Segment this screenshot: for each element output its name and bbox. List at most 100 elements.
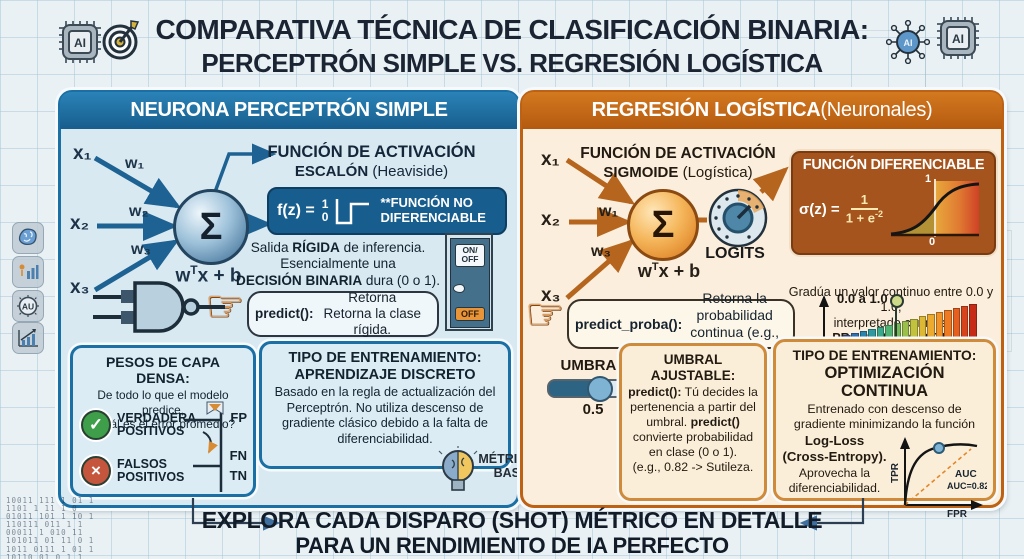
weight-label-w2: w₂ [129, 203, 149, 220]
sigma-symbol: Σ [199, 205, 223, 248]
predict-proba-bubble: predict_proba(): Retorna la probabilidad… [567, 290, 795, 357]
input-label-x1: x₁ [73, 143, 92, 164]
activation-title: FUNCIÓN DE ACTIVACIÓN ESCALÓN (Heaviside… [267, 143, 476, 180]
svg-text:AUC: AUC [955, 469, 977, 480]
summation-node: Σ [173, 189, 249, 265]
false-positives-label: FALSOS POSITIVOS [117, 456, 185, 484]
binary-code-decoration: 10011 111 1 01 1 1101 1 11 1 0 01011 101… [6, 496, 95, 559]
svg-text:AI: AI [952, 32, 964, 46]
logits-knob-icon [708, 188, 768, 248]
training-body2: Aprovecha la diferenciabilidad. [788, 465, 881, 495]
true-positives-label: VERDADERA POSITIVOS [117, 410, 197, 438]
perceptron-arrows [93, 143, 277, 293]
training-type-card-logistic: TIPO DE ENTRENAMIENTO: OPTIMIZACIÓN CONT… [773, 339, 996, 519]
threshold-body: predict(): Tú decides la pertenencia a p… [628, 385, 758, 475]
brain-icon [12, 222, 44, 254]
footer-connector-arrows [191, 498, 865, 531]
auc-badge-icon: AU [12, 290, 44, 322]
switch-off-label: OFF [455, 307, 485, 321]
logits-label: LOGITS [705, 245, 765, 262]
ai-chip-icon: AI [937, 17, 979, 59]
roc-curve-chart: TPR FPR AUC AUC=0.82 [890, 437, 987, 519]
pointing-hand-icon: ☞ [525, 290, 565, 339]
umbral-slider-handle [587, 376, 613, 402]
training-title: TIPO DE ENTRENAMIENTO: [792, 348, 977, 363]
target-icon [102, 20, 140, 60]
on-off-switch: ON/ OFF OFF [445, 233, 493, 331]
nand-gate-icon [93, 281, 225, 333]
adjustable-threshold-card: UMBRAL AJUSTABLE: predict(): Tú decides … [619, 343, 767, 501]
input-label-x2: x₂ [70, 213, 90, 234]
activation-title: FUNCIÓN DE ACTIVACIÓN SIGMOIDE (Logístic… [580, 145, 776, 181]
threshold-title: UMBRAL AJUSTABLE: [650, 352, 736, 383]
svg-text:TPR: TPR [890, 463, 901, 484]
svg-text:FPR: FPR [947, 509, 968, 519]
input-label-x3: x₃ [70, 277, 90, 298]
umbral-slider [547, 376, 645, 402]
summation-node: Σ [627, 189, 699, 261]
umbral-value: 0.5 [582, 401, 604, 418]
logistic-panel-title: REGRESIÓN LOGÍSTICA (Neuronales) [522, 92, 1002, 129]
switch-toggle [453, 284, 465, 293]
sigmoid-fraction: 1 1 + e-2 [845, 191, 883, 226]
training-subtitle: APRENDIZAJE DISCRETO [294, 366, 476, 383]
predict-method-bubble: predict(): Retorna Retorna la clase rígi… [247, 290, 439, 337]
svg-text:AI: AI [904, 38, 913, 48]
true-positives-row: ✓ VERDADERA POSITIVOS [81, 410, 196, 440]
presenter-chart-icon [12, 256, 44, 288]
circuit-decoration [855, 30, 926, 141]
neural-network-ai-icon: AI [886, 20, 930, 64]
tn-label: TN [229, 468, 247, 483]
step-glyph [336, 199, 370, 225]
dense-weights-card: PESOS DE CAPA DENSA: De todo lo que el m… [70, 345, 256, 497]
training-title: TIPO DE ENTRENAMIENTO: [288, 350, 482, 366]
logistic-panel: REGRESIÓN LOGÍSTICA (Neuronales) x₁ x₂ x… [520, 90, 1004, 519]
linear-formula: wTx + b [637, 261, 701, 281]
sigmoid-formula-label: σ(z) = [799, 200, 840, 218]
training-type-card-perceptron: TIPO DE ENTRENAMIENTO: APRENDIZAJE DISCR… [259, 341, 511, 469]
sigma-symbol: Σ [651, 203, 675, 246]
weight-label-w1: w₁ [599, 203, 619, 220]
input-label-x1: x₁ [541, 149, 560, 170]
umbral-label: UMBRAL [560, 357, 626, 374]
sigmoid-bottom-label: 0 [928, 236, 936, 248]
check-icon: ✓ [81, 410, 111, 440]
input-label-x3: x₃ [541, 285, 561, 306]
footer-line2: PARA UN RENDIMIENTO DE IA PERFECTO [295, 533, 729, 558]
page-title-line1: COMPARATIVA TÉCNICA DE CLASIFICACIÓN BIN… [155, 14, 870, 45]
fn-label: FN [229, 448, 247, 463]
log-loss-label: Log-Loss (Cross-Entropy). [782, 433, 887, 464]
step-formula-label: f(z) = [277, 202, 315, 219]
logistic-arrows [565, 157, 789, 300]
ai-chip-icon: AI [59, 21, 101, 63]
training-subtitle: OPTIMIZACIÓN CONTINUA [824, 363, 945, 400]
false-positives-row: × FALSOS POSITIVOS [81, 456, 184, 486]
weight-label-w3: w₃ [131, 241, 151, 258]
rigid-output-text: Salida RÍGIDA de inferencia. Esencialmen… [236, 240, 440, 288]
footer-line1: EXPLORA CADA DISPARO (SHOT) MÉTRICO EN D… [201, 507, 823, 533]
page-title-line2: PERCEPTRÓN SIMPLE VS. REGRESIÓN LOGÍSTIC… [201, 48, 823, 78]
svg-text:AUC=0.82: AUC=0.82 [947, 481, 987, 491]
svg-text:AI: AI [74, 36, 86, 50]
perceptron-panel: NEURONA PERCEPTRÓN SIMPLE x₁ w₁ x₂ w₂ x₃… [58, 90, 520, 508]
sigmoid-chart: 1 0 [889, 173, 981, 248]
weight-label-w3: w₃ [591, 243, 611, 260]
svg-text:AU: AU [22, 302, 34, 312]
linear-formula: wTx + b [175, 263, 242, 287]
training-body1: Entrenado con descenso de gradiente mini… [793, 402, 976, 432]
differentiable-title: FUNCIÓN DIFERENCIABLE [802, 157, 985, 173]
growth-chart-icon [12, 322, 44, 354]
input-label-x2: x₂ [541, 209, 561, 230]
cross-icon: × [81, 456, 111, 486]
head-metrics-icon [438, 446, 478, 491]
confusion-matrix-lines [185, 401, 224, 492]
fp-label: FP [230, 410, 247, 425]
differentiable-function-box: FUNCIÓN DIFERENCIABLE σ(z) = 1 1 + e-2 [791, 151, 996, 255]
training-body: Basado en la regla de actualización del … [274, 385, 496, 446]
weight-label-w1: w₁ [125, 155, 145, 172]
switch-body: ON/ OFF OFF [450, 238, 490, 328]
perceptron-panel-title: NEURONA PERCEPTRÓN SIMPLE [60, 92, 518, 129]
